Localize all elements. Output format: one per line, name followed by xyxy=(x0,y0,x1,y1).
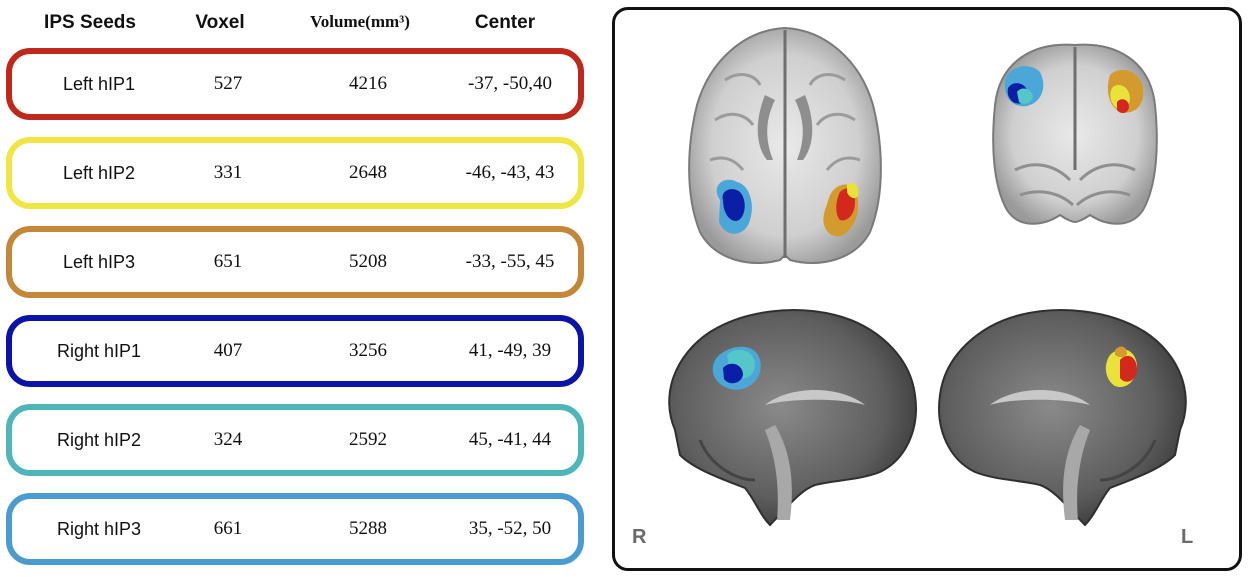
seed-center: 35, -52, 50 xyxy=(468,518,552,539)
seed-row-left-hip3: Left hIP3 651 5208 -33, -55, 45 xyxy=(6,226,584,298)
seed-name: Left hIP2 xyxy=(62,163,136,183)
seed-name: Right hIP1 xyxy=(56,341,142,361)
header-center: Center xyxy=(474,12,536,33)
seed-voxel: 324 xyxy=(213,429,243,450)
brain-views-panel: R L xyxy=(612,7,1242,571)
seed-voxel: 527 xyxy=(213,73,243,94)
seed-center: -37, -50,40 xyxy=(468,73,552,94)
seed-voxel: 331 xyxy=(213,162,243,183)
seed-row-left-hip2: Left hIP2 331 2648 -46, -43, 43 xyxy=(6,137,584,209)
seed-name: Right hIP3 xyxy=(56,519,142,539)
seed-name: Right hIP2 xyxy=(56,430,142,450)
axial-brain-view xyxy=(688,26,882,264)
seed-volume: 5288 xyxy=(349,518,387,539)
seed-row-right-hip1: Right hIP1 407 3256 41, -49, 39 xyxy=(6,315,584,387)
seed-voxel: 651 xyxy=(213,251,243,272)
seed-center: -46, -43, 43 xyxy=(465,162,555,183)
seed-center: -33, -55, 45 xyxy=(465,251,555,272)
seed-voxel: 661 xyxy=(213,518,243,539)
header-volume: Volume(mm³) xyxy=(310,12,410,31)
seed-center: 41, -49, 39 xyxy=(468,340,552,361)
seed-volume: 2592 xyxy=(349,429,387,450)
coronal-brain-view xyxy=(992,43,1158,225)
seed-row-right-hip3: Right hIP3 661 5288 35, -52, 50 xyxy=(6,493,584,565)
seed-volume: 4216 xyxy=(349,73,387,94)
brain-views-illustration xyxy=(668,26,1187,527)
seed-name: Left hIP3 xyxy=(62,252,136,272)
seed-volume: 3256 xyxy=(349,340,387,361)
left-hemisphere-label: L xyxy=(1181,526,1194,548)
left-sagittal-brain-view xyxy=(938,309,1187,527)
seed-row-left-hip1: Left hIP1 527 4216 -37, -50,40 xyxy=(6,48,584,120)
right-hemisphere-label: R xyxy=(632,526,647,548)
header-ips-seeds: IPS Seeds xyxy=(44,12,136,33)
seed-row-right-hip2: Right hIP2 324 2592 45, -41, 44 xyxy=(6,404,584,476)
seed-center: 45, -41, 44 xyxy=(468,429,552,450)
seed-volume: 2648 xyxy=(349,162,387,183)
header-voxel: Voxel xyxy=(195,12,245,33)
seed-voxel: 407 xyxy=(213,340,243,361)
seed-volume: 5208 xyxy=(349,251,387,272)
right-sagittal-brain-view xyxy=(668,309,917,527)
seed-name: Left hIP1 xyxy=(62,74,136,94)
